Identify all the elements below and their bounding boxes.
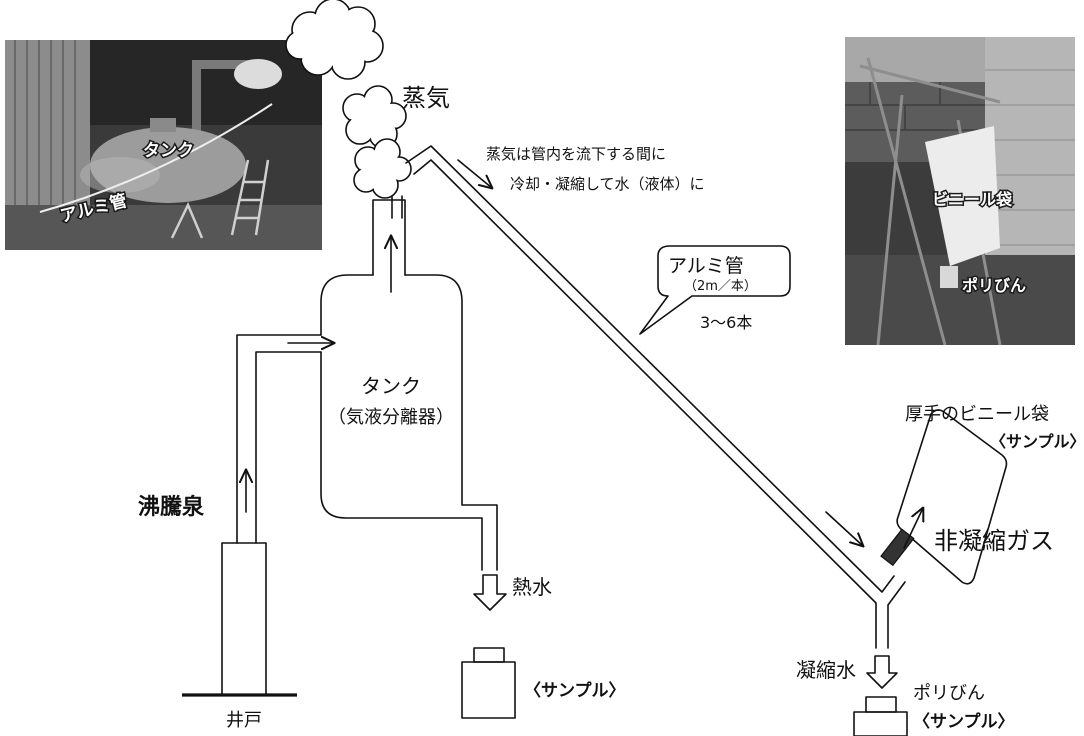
boiling-spring-label: 沸騰泉 [138,494,205,520]
right-photo-bag-label: ビニール袋 [932,190,1013,209]
right-photo-bag [925,126,1000,266]
hot-water-bottle-body [461,661,516,719]
left-photo-foliage [90,40,322,125]
pipe-lower-wall [413,159,877,649]
left-photo-stand [170,201,204,239]
callout-pipe-name: アルミ管 [668,255,744,277]
tank-name: タンク [361,374,421,398]
well-casing [221,542,267,696]
hot-water-label: 熱水 [512,575,552,599]
inlet-pipe-outer-wall [236,334,322,544]
condensate-bottle-cap [865,696,897,713]
left-photo-steam [234,59,282,89]
left-photo-ground [5,205,322,250]
steam-note-line-1: 蒸気は管内を流下する間に [486,145,666,163]
right-photo-bottle-label: ポリびん [962,276,1026,295]
well-assembly: 井戸 沸騰泉 [138,334,334,731]
pipe-flow-arrow-bottom [825,511,863,546]
hot-water-bottle-cap [473,647,505,663]
bottle-name: ポリびん [913,683,985,704]
left-photo-wall-slats [14,40,76,215]
tank-right-wall [404,274,498,571]
pipe-callout: アルミ管 （2m／本） 3～6本 [639,245,791,335]
condensate-label: 凝縮水 [796,658,856,682]
gas-bag-sample-label: 〈サンプル〉 [990,432,1084,451]
non-condensable-gas-label: 非凝縮ガス [934,527,1054,555]
right-photo-building-siding [985,69,1075,246]
well-label: 井戸 [226,710,262,731]
gas-bag-connector [880,528,915,567]
callout-bubble [639,245,791,335]
left-photo-tank-label: タンク [143,141,194,161]
left-photo-ladder [230,159,270,236]
cloud-fill-puff [359,103,389,133]
tank-left-wall-upper [320,274,374,336]
hot-water-down-arrow [473,574,507,611]
cloud-fill-puff [368,157,394,183]
inlet-pipe-inner-wall [255,351,322,544]
gas-flow-arrow [903,508,923,549]
gas-bag-outline [896,409,1008,585]
gas-bag-name: 厚手のビニール袋 [905,404,1049,425]
right-photo-sky [845,37,985,82]
condensate-outlet: 凝縮水 ポリびん 〈サンプル〉 [796,655,1015,736]
left-photo-steam-haze [80,157,160,193]
left-photo-horizontal-pipe [192,60,267,69]
steam-cloud-top-fill [287,0,382,78]
condensate-bottle-body [853,711,908,736]
callout-pipe-spec: （2m／本） [684,279,757,294]
aluminum-pipe: 蒸気は管内を流下する間に 冷却・凝縮して水（液体）に [405,145,906,649]
gas-bag-assembly: 厚手のビニール袋 〈サンプル〉 非凝縮ガス [880,404,1084,585]
tank-top-nozzle [391,195,403,219]
steam-cloud-bottom-fill [355,140,410,197]
bottle-sample-label: 〈サンプル〉 [913,711,1015,732]
cloud-fill-puff [287,32,313,58]
cloud-fill-puff [311,18,355,62]
pipe-outlet-right-wall [887,581,906,649]
tank-subtitle: （気液分離器） [328,407,454,428]
left-photo: タンク アルミ管 [5,40,322,250]
steam-note-line-2: 冷却・凝縮して水（液体）に [510,175,705,193]
tank-left-wall-lower [320,351,483,571]
right-photo-bottle [940,266,958,288]
hot-water-outlet: 熱水 〈サンプル〉 [461,574,626,719]
hot-water-sample-label: 〈サンプル〉 [524,680,626,701]
left-photo-tank-cap [150,118,176,132]
steam-clouds: 蒸気 [285,0,450,199]
pipe-flow-arrow-top [457,159,492,188]
tank-top-pipe [372,199,406,276]
left-photo-vertical-pipe [192,64,201,136]
callout-pipe-count: 3～6本 [700,313,752,332]
condensate-down-arrow [866,655,898,689]
right-photo: ビニール袋 ポリびん [845,37,1075,345]
right-photo-tripod [859,57,1002,345]
steam-label: 蒸気 [402,84,450,112]
left-photo-wooden-wall [5,40,90,215]
cloud-fill-puff [388,158,410,180]
separator-tank: タンク （気液分離器） [320,195,498,571]
right-photo-stone-joints [845,82,985,162]
pipe-upper-wall [405,145,895,593]
left-photo-aluminum-pipe [39,103,273,213]
